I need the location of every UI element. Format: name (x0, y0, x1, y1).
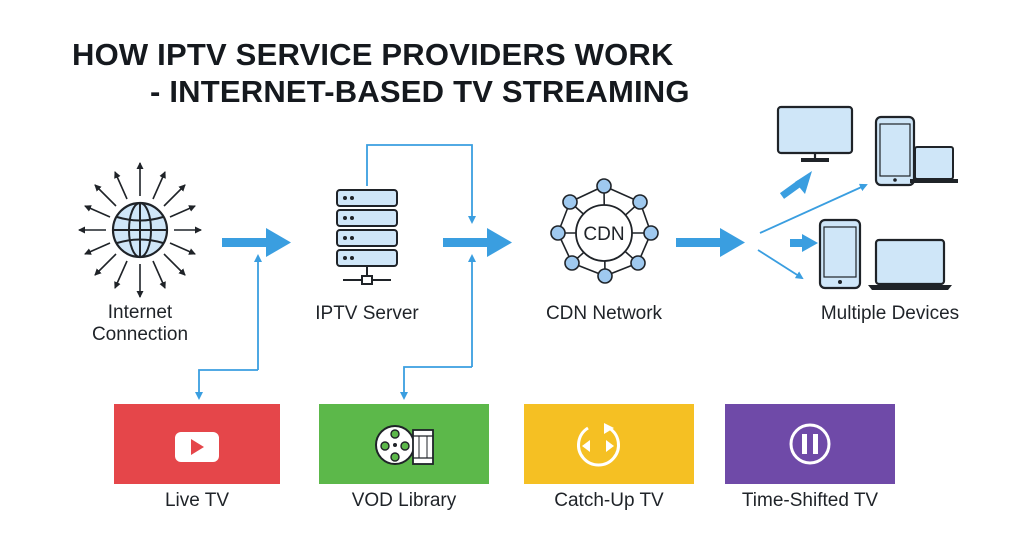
connector-vod-library (400, 254, 476, 400)
film-reel-icon (375, 425, 434, 465)
device-arrows (757, 171, 868, 280)
title-line-2: - INTERNET-BASED TV STREAMING (150, 74, 690, 109)
monitor-icon (776, 105, 854, 162)
service-card-vod-library (319, 404, 489, 484)
cdn-network-label: CDN Network (545, 303, 663, 324)
flow-arrow-cdn-devices (676, 228, 745, 257)
network-nodes-icon: CDN (550, 178, 659, 284)
catch-up-tv-label: Catch-Up TV (554, 490, 664, 511)
internet-connection-label: Internet Connection (70, 302, 210, 346)
flow-arrow-server-cdn (443, 228, 512, 257)
laptop-large-icon (868, 238, 952, 290)
play-button-icon (175, 432, 219, 462)
title-line-1: HOW IPTV SERVICE PROVIDERS WORK (72, 37, 674, 72)
flow-arrow-internet-server (222, 228, 291, 257)
live-tv-label: Live TV (164, 490, 230, 511)
feedback-loop-line (366, 144, 476, 224)
tablet-icon (874, 115, 916, 187)
cdn-badge-text: CDN (583, 224, 624, 245)
service-card-time-shifted-tv (725, 404, 895, 484)
iptv-server-label: IPTV Server (315, 303, 419, 324)
server-rack-icon (336, 189, 398, 285)
pause-icon (789, 423, 831, 465)
internet-label-line-1: Internet (107, 302, 173, 323)
internet-label-line-2: Connection (91, 324, 189, 345)
laptop-icon (910, 146, 958, 183)
rewind-forward-icon (577, 423, 620, 467)
globe-icon (78, 162, 202, 298)
service-card-catch-up-tv (524, 404, 694, 484)
multiple-devices-label: Multiple Devices (820, 303, 960, 324)
vod-library-label: VOD Library (351, 490, 457, 511)
time-shifted-tv-label: Time-Shifted TV (741, 490, 879, 511)
phone-icon (818, 218, 862, 290)
connector-live-tv (195, 254, 262, 400)
service-card-live-tv (114, 404, 280, 484)
